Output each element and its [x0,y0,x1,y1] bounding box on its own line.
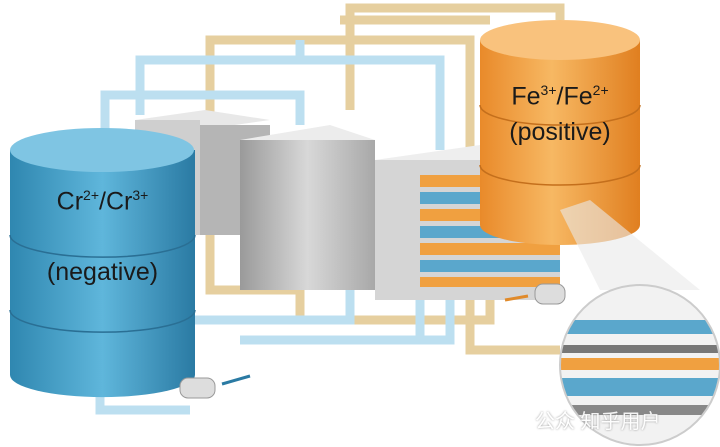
positive-tank-species: Fe3+/Fe2+ [511,82,609,111]
negative-tank [9,128,196,398]
negative-tank-species: Cr2+/Cr3+ [56,187,149,216]
positive-tank-label: (positive) [509,118,611,146]
positive-tank [479,20,641,245]
flow-arrow-icon [504,294,529,302]
watermark: 公众 知乎用户 [535,411,661,433]
pump-icon [534,283,566,305]
negative-electrolyte-pipes [95,40,455,415]
pump-icon [179,377,216,399]
negative-tank-label: (negative) [46,258,159,286]
magnified-membrane-view [560,285,720,445]
flow-arrow-icon [221,374,251,386]
cell-stack-center [240,125,375,290]
